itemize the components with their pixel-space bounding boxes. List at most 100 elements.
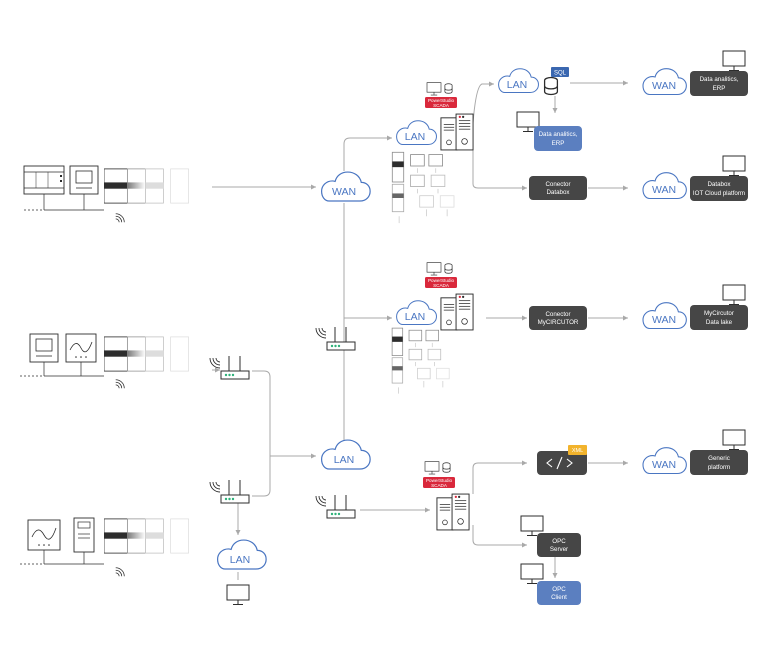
connector-mycircutor-node: Conector MyCIRCUTOR [529,306,587,330]
server-icon [436,493,470,531]
sql-tag [551,67,569,77]
scada-tag [425,277,457,288]
generic-platform-node: Generic platform [690,429,748,475]
database-icon [444,83,453,94]
lan-cloud-sql: LAN [498,68,540,94]
svg-text:XML: XML [572,448,583,454]
device-group-1 [23,165,190,223]
modular-meters-icon [104,336,190,372]
svg-text:LAN: LAN [507,79,527,91]
server-icon [440,293,474,331]
wan-cloud-erp: WAN [642,68,687,96]
router-icon [326,326,356,351]
device-group-2 [20,333,250,389]
router-icon [326,494,356,519]
field-devices-icon [391,151,455,224]
wifi-icon [209,357,221,369]
wifi-icon [315,495,327,507]
field-devices-icon [391,327,450,395]
svg-text:SQL: SQL [554,71,567,77]
svg-text:LAN: LAN [405,131,425,143]
router-icon [220,355,250,380]
connection-lines [212,80,628,580]
wan-cloud-databox: WAN [642,172,687,200]
monitor-icon [426,82,442,96]
svg-text:SCADA: SCADA [433,103,450,108]
code-icon [546,456,573,470]
monitor-icon [520,515,544,536]
svg-text:ERP: ERP [713,85,726,92]
lan-cloud-center: LAN [320,439,371,470]
connector-databox-node: Conector Databox [529,176,587,200]
wifi-icon [115,379,125,389]
monitor-icon [426,262,442,276]
data-analytics-erp-wan-node: Data analitics, ERP [690,50,748,96]
svg-text:WAN: WAN [652,184,676,196]
display-meter-icon [29,333,59,363]
opc-client-node: OPC Client [520,563,581,605]
lan-cloud-upper: LAN [396,120,438,146]
opc-server-node: OPC Server [520,515,581,557]
trunk-router-bottom [315,494,356,519]
scada-tag [423,477,455,488]
monitor-icon [722,50,746,71]
monitor-icon [520,563,544,584]
svg-text:ERP: ERP [552,140,565,147]
svg-text:OPC: OPC [552,538,566,545]
svg-text:MyCircutor: MyCircutor [704,310,734,317]
svg-text:Databox: Databox [546,189,570,196]
modular-meters-icon [104,518,190,554]
meter-icon [23,165,65,195]
device-group-3 [20,479,250,605]
database-icon [444,263,453,274]
database-icon [543,76,559,96]
databox-iot-node: Databox IOT Cloud platform [690,155,748,201]
svg-text:Data analitics,: Data analitics, [700,76,739,83]
mycircutor-data-lake-node: MyCircutor Data lake [690,284,748,330]
svg-text:Data lake: Data lake [706,319,733,326]
scada-cluster-top: PowerStudio SCADA [391,82,474,224]
router-icon [220,479,250,504]
monitor-icon [722,284,746,305]
scada-cluster-middle: PowerStudio SCADA [391,262,474,395]
svg-text:Generic: Generic [708,455,730,462]
display-meter-icon [69,165,99,195]
scada-tag [425,97,457,108]
meter-icon [73,517,95,553]
svg-text:WAN: WAN [652,80,676,92]
svg-text:LAN: LAN [405,311,425,323]
svg-text:LAN: LAN [334,454,354,466]
svg-text:WAN: WAN [652,459,676,471]
svg-text:IOT Cloud platform: IOT Cloud platform [693,190,745,197]
svg-text:SCADA: SCADA [431,483,448,488]
lan-cloud-middle: LAN [396,300,438,326]
svg-text:OPC: OPC [552,586,566,593]
monitor-icon [722,429,746,450]
svg-text:PowerStudio: PowerStudio [428,278,454,283]
svg-text:Databox: Databox [707,181,731,188]
monitor-icon [424,461,440,475]
svg-text:MyCIRCUTOR: MyCIRCUTOR [538,319,579,326]
data-analytics-erp-lan-node: Data analitics, ERP [516,111,582,151]
svg-text:platform: platform [708,464,730,471]
wifi-icon [115,213,125,223]
wan-cloud-top: WAN [320,171,371,202]
xml-code-node: XML [537,445,587,475]
scada-cluster-bottom: PowerStudio SCADA [423,461,470,531]
sql-database: SQL [543,67,569,96]
svg-text:SCADA: SCADA [433,283,450,288]
server-icon [440,113,474,151]
analyzer-icon [27,519,61,551]
lan-cloud-bottom-left: LAN [216,539,267,570]
wan-cloud-mycircutor: WAN [642,302,687,330]
wifi-icon [115,567,125,577]
monitor-icon [722,155,746,176]
svg-text:Data analitics,: Data analitics, [539,131,578,138]
xml-tag [568,445,587,455]
svg-text:PowerStudio: PowerStudio [426,478,452,483]
monitor-icon [226,584,250,605]
svg-text:Conector: Conector [545,181,570,188]
svg-text:WAN: WAN [332,186,356,198]
svg-text:Server: Server [550,546,568,553]
